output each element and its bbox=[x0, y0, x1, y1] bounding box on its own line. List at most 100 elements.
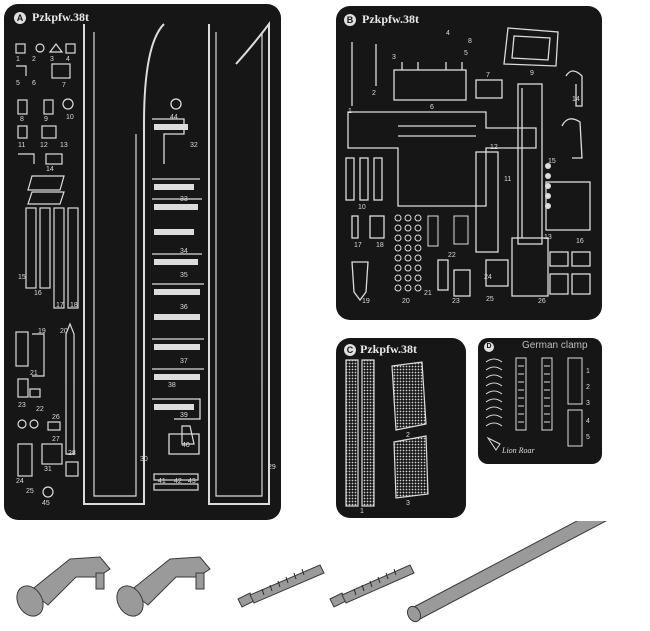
spring-part bbox=[237, 564, 325, 608]
fret-d-part-number: 4 bbox=[586, 418, 590, 425]
fret-c-part-number: 3 bbox=[406, 500, 410, 507]
fret-a-part-number: 26 bbox=[52, 414, 60, 421]
fret-a-part-number: 10 bbox=[66, 114, 74, 121]
fret-a-part-number: 33 bbox=[180, 196, 188, 203]
fret-a-hull-outline bbox=[15, 21, 270, 505]
fret-b-part-number: 13 bbox=[544, 234, 552, 241]
fret-a-part-number: 39 bbox=[180, 412, 188, 419]
fret-a-part-number: 28 bbox=[68, 450, 76, 457]
tow-hook-part bbox=[16, 556, 111, 617]
fret-a-part-number: 21 bbox=[30, 370, 38, 377]
fret-a-part-number: 29 bbox=[268, 464, 276, 471]
fret-b-part-number: 26 bbox=[538, 298, 546, 305]
fret-c-part-number: 2 bbox=[406, 432, 410, 439]
fret-a-part-number: 44 bbox=[170, 114, 178, 121]
fret-a-badge: A bbox=[14, 12, 26, 24]
fret-a-part-number: 32 bbox=[190, 142, 198, 149]
fret-a-part-number: 18 bbox=[70, 302, 78, 309]
fret-c-parts bbox=[345, 359, 429, 507]
tow-hook-part bbox=[116, 556, 211, 617]
fret-b-part-number: 8 bbox=[468, 38, 472, 45]
fret-a-part-number: 40 bbox=[182, 442, 190, 449]
fret-a-part-number: 13 bbox=[60, 142, 68, 149]
fret-b-part-number: 25 bbox=[486, 296, 494, 303]
fret-b-part-number: 19 bbox=[362, 298, 370, 305]
fret-a-part-number: 19 bbox=[38, 328, 46, 335]
fret-d-brand: Lion Roar bbox=[502, 446, 535, 455]
fret-b-part-number: 16 bbox=[576, 238, 584, 245]
fret-b-part-number: 2 bbox=[372, 90, 376, 97]
fret-a-part-number: 41 bbox=[158, 478, 166, 485]
fret-b-part-number: 11 bbox=[504, 176, 512, 183]
fret-d-part-number: 2 bbox=[586, 384, 590, 391]
fret-a-part-number: 42 bbox=[174, 478, 182, 485]
fret-b-part-number: 20 bbox=[402, 298, 410, 305]
fret-b-part-number: 1 bbox=[348, 108, 352, 115]
metal-parts bbox=[16, 521, 607, 623]
fret-b-part-number: 10 bbox=[358, 204, 366, 211]
fret-b: B Pzkpfw.38t bbox=[336, 6, 602, 320]
fret-a-part-number: 8 bbox=[20, 116, 24, 123]
fret-b-part-number: 12 bbox=[490, 144, 498, 151]
fret-b-part-number: 15 bbox=[548, 158, 556, 165]
fret-a-part-number: 14 bbox=[46, 166, 54, 173]
fret-a-part-number: 24 bbox=[16, 478, 24, 485]
fret-a-part-number: 34 bbox=[180, 248, 188, 255]
fret-b-title: Pzkpfw.38t bbox=[362, 12, 419, 26]
fret-d: D German clamp 1 2 3 4 5 Lion Roar bbox=[478, 338, 602, 464]
fret-b-part-number: 21 bbox=[424, 290, 432, 297]
fret-b-part-number: 17 bbox=[354, 242, 362, 249]
fret-b-part-number: 22 bbox=[448, 252, 456, 259]
fret-b-part-number: 24 bbox=[484, 274, 492, 281]
fret-a-title: Pzkpfw.38t bbox=[32, 10, 89, 24]
fret-d-part-number: 3 bbox=[586, 400, 590, 407]
fret-b-parts bbox=[345, 27, 591, 302]
fret-c: C Pzkpfw.38t 1 2 3 bbox=[336, 338, 466, 518]
fret-b-part-number: 6 bbox=[430, 104, 434, 111]
fret-a-part-number: 15 bbox=[18, 274, 26, 281]
fret-a-part-number: 27 bbox=[52, 436, 60, 443]
fret-b-part-number: 5 bbox=[464, 50, 468, 57]
fret-a-part-number: 6 bbox=[32, 80, 36, 87]
fret-c-title: Pzkpfw.38t bbox=[360, 342, 417, 356]
fret-a-part-number: 35 bbox=[180, 272, 188, 279]
fret-c-badge: C bbox=[344, 344, 356, 356]
fret-a-part-number: 16 bbox=[34, 290, 42, 297]
fret-a-part-number: 12 bbox=[40, 142, 48, 149]
fret-d-part-number: 5 bbox=[586, 434, 590, 441]
fret-a-part-number: 30 bbox=[140, 456, 148, 463]
fret-b-part-number: 23 bbox=[452, 298, 460, 305]
fret-b-part-number: 4 bbox=[446, 30, 450, 37]
fret-a-part-number: 43 bbox=[188, 478, 196, 485]
fret-a-part-number: 17 bbox=[56, 302, 64, 309]
fret-b-part-number: 3 bbox=[392, 54, 396, 61]
fret-a-part-number: 22 bbox=[36, 406, 44, 413]
fret-a-part-number: 38 bbox=[168, 382, 176, 389]
spring-part bbox=[329, 564, 415, 608]
fret-a-part-number: 20 bbox=[60, 328, 68, 335]
fret-a-part-number: 2 bbox=[32, 56, 36, 63]
fret-a-part-number: 25 bbox=[26, 488, 34, 495]
fret-b-part-number: 18 bbox=[376, 242, 384, 249]
fret-b-badge: B bbox=[344, 14, 356, 26]
fret-a-part-number: 7 bbox=[62, 82, 66, 89]
fret-a: A Pzkpfw.38t bbox=[4, 4, 281, 520]
fret-d-part-number: 1 bbox=[586, 368, 590, 375]
fret-a-part-number: 31 bbox=[44, 466, 52, 473]
fret-a-part-number: 4 bbox=[66, 56, 70, 63]
gun-barrel-part bbox=[407, 521, 607, 623]
fret-d-parts bbox=[485, 357, 583, 451]
fret-a-part-number: 3 bbox=[50, 56, 54, 63]
fret-d-badge: D bbox=[484, 342, 494, 352]
fret-a-part-number: 23 bbox=[18, 402, 26, 409]
fret-a-part-number: 37 bbox=[180, 358, 188, 365]
fret-b-part-number: 14 bbox=[572, 96, 580, 103]
fret-a-part-number: 9 bbox=[44, 116, 48, 123]
fret-a-part-number: 5 bbox=[16, 80, 20, 87]
fret-a-part-number: 45 bbox=[42, 500, 50, 507]
fret-b-part-number: 9 bbox=[530, 70, 534, 77]
fret-d-title: German clamp bbox=[522, 340, 588, 351]
fret-c-part-number: 1 bbox=[360, 508, 364, 515]
fret-a-part-number: 36 bbox=[180, 304, 188, 311]
fret-b-part-number: 7 bbox=[486, 72, 490, 79]
